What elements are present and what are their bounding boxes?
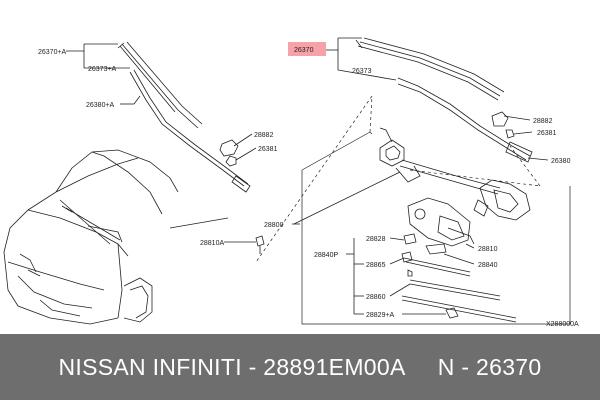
small-parts bbox=[224, 233, 517, 323]
callout-26380A: 26380+A bbox=[86, 102, 115, 109]
wiper-motor bbox=[407, 197, 475, 247]
right-arm-cap bbox=[491, 111, 515, 139]
callout-26370A: 26370+A bbox=[38, 49, 67, 56]
linkage-frame-top bbox=[301, 131, 373, 171]
left-wiper-blade bbox=[117, 41, 203, 129]
callout-28829A: 28829+A bbox=[366, 312, 395, 319]
highlight-26370 bbox=[288, 42, 326, 56]
callout-28828: 28828 bbox=[366, 236, 386, 243]
callout-28865: 28865 bbox=[366, 262, 386, 269]
right-wiper-blade bbox=[355, 37, 505, 101]
arrow-to-linkage bbox=[169, 217, 229, 229]
callout-26373: 26373 bbox=[352, 68, 372, 75]
callout-28810A: 28810A bbox=[200, 240, 224, 247]
callout-26380: 26380 bbox=[551, 158, 571, 165]
callout-28860: 28860 bbox=[366, 294, 386, 301]
callout-28882-right: 28882 bbox=[533, 118, 553, 125]
part-number-text: NISSAN INFINITI - 28891EM00A N - 26370 bbox=[58, 353, 542, 380]
left-wiper-arm bbox=[129, 69, 251, 193]
part-number-footer: NISSAN INFINITI - 28891EM00A N - 26370 bbox=[0, 334, 600, 400]
callout-26373A: 26373+A bbox=[88, 66, 117, 73]
wiper-parts-diagram: 26370+A 26373+A 26380+A 28882 26381 2637… bbox=[3, 37, 579, 328]
left-arm-cap bbox=[219, 139, 239, 167]
callout-26381-right: 26381 bbox=[537, 130, 557, 137]
callout-26381-left: 26381 bbox=[258, 146, 278, 153]
callout-28840: 28840 bbox=[478, 262, 498, 269]
callout-28810: 28810 bbox=[478, 246, 498, 253]
right-wiper-arm bbox=[397, 77, 533, 163]
linkage-assembly bbox=[379, 127, 531, 221]
callout-28800: 28800 bbox=[264, 222, 284, 229]
car-front-illustration bbox=[3, 149, 179, 325]
linkage-frame-box bbox=[301, 170, 571, 325]
callout-26370: 26370 bbox=[294, 47, 314, 54]
callout-28882-left: 28882 bbox=[254, 132, 274, 139]
callout-28840P: 28840P bbox=[314, 252, 338, 259]
diagram-reference-code: X288000A bbox=[546, 321, 579, 328]
